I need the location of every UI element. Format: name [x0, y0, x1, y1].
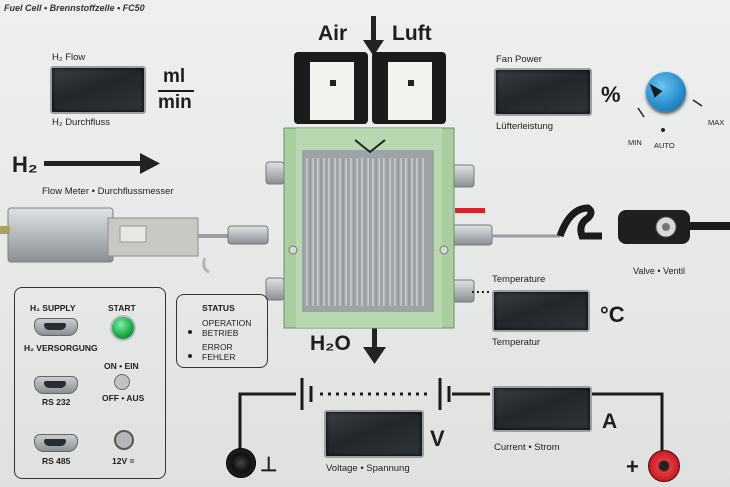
flow-meter-label: Flow Meter • Durchflussmesser	[42, 186, 174, 197]
fan-power-label: Fan Power	[496, 54, 542, 65]
rs485-label: RS 485	[42, 456, 71, 466]
h2-durchfluss-label: H₂ Durchfluss	[52, 117, 111, 128]
air-arrow	[363, 16, 384, 56]
temperatur-label: Temperatur	[492, 337, 541, 348]
h2o-arrow	[363, 328, 386, 364]
error-de-label: FEHLER	[202, 352, 236, 362]
start-label: START	[108, 303, 136, 313]
status-title: STATUS	[202, 303, 235, 313]
fan-power-knob[interactable]	[646, 72, 686, 112]
knob-auto-label: AUTO	[654, 141, 675, 150]
fan-power-unit: %	[601, 82, 621, 107]
fuel-cell-stack	[283, 127, 455, 329]
error-led	[188, 347, 198, 365]
rs232-label: RS 232	[42, 397, 71, 407]
start-button[interactable]	[110, 315, 136, 341]
operation-led	[188, 323, 198, 341]
fan-units	[294, 52, 446, 124]
operation-en-label: OPERATION	[202, 318, 252, 328]
plus-symbol: +	[626, 454, 639, 479]
h2-symbol: H₂	[12, 152, 38, 177]
current-unit: A	[602, 410, 618, 433]
valve-device	[556, 204, 730, 244]
h2-flow-unit-top: ml	[163, 66, 186, 87]
power-toggle-switch[interactable]	[114, 374, 130, 390]
on-ein-label: ON • EIN	[104, 361, 139, 371]
luft-label: Luft	[392, 22, 432, 45]
circuit-lines	[238, 378, 664, 452]
h2-supply-label: H₂ SUPPLY	[30, 303, 76, 313]
valve-label: Valve • Ventil	[633, 266, 686, 276]
knob-scale-marks	[637, 99, 703, 132]
knob-max-label: MAX	[708, 118, 725, 127]
h2-versorgung-label: H₂ VERSORGUNG	[24, 343, 98, 353]
current-label: Current • Strom	[494, 442, 560, 453]
h2-flow-display	[50, 66, 146, 114]
h2-arrow	[44, 153, 160, 174]
temperature-display	[492, 290, 590, 332]
current-display	[492, 386, 592, 432]
h2-flow-unit-bottom: min	[158, 92, 192, 113]
temperature-unit: °C	[600, 302, 625, 327]
air-label: Air	[318, 22, 348, 45]
io-panel-box	[14, 287, 166, 479]
minus-symbol: ⊥	[260, 454, 278, 476]
power-jack-label: 12V =	[112, 456, 135, 466]
fraction-bar	[158, 90, 194, 92]
h2-flow-label: H₂ Flow	[52, 52, 86, 63]
fan-power-display	[494, 68, 592, 116]
operation-de-label: BETRIEB	[202, 328, 239, 338]
power-jack[interactable]	[114, 430, 134, 450]
flow-meter-device	[0, 207, 230, 274]
lufterleistung-label: Lüfterleistung	[496, 121, 554, 132]
rs232-port[interactable]	[34, 376, 78, 394]
voltage-label: Voltage • Spannung	[326, 463, 410, 474]
knob-min-label: MIN	[628, 138, 642, 147]
h2-supply-port[interactable]	[34, 318, 78, 336]
minus-terminal[interactable]	[226, 448, 256, 478]
voltage-display	[324, 410, 424, 458]
panel-title: Fuel Cell • Brennstoffzelle • FC50	[4, 3, 145, 13]
h2o-symbol: H₂O	[310, 332, 351, 355]
off-aus-label: OFF • AUS	[102, 393, 145, 403]
rs485-port[interactable]	[34, 434, 78, 452]
temperature-label: Temperature	[492, 274, 546, 285]
status-box	[176, 294, 268, 368]
error-en-label: ERROR	[202, 342, 233, 352]
voltage-unit: V	[430, 426, 445, 451]
gas-fittings	[227, 161, 560, 303]
plus-terminal[interactable]	[648, 450, 680, 482]
